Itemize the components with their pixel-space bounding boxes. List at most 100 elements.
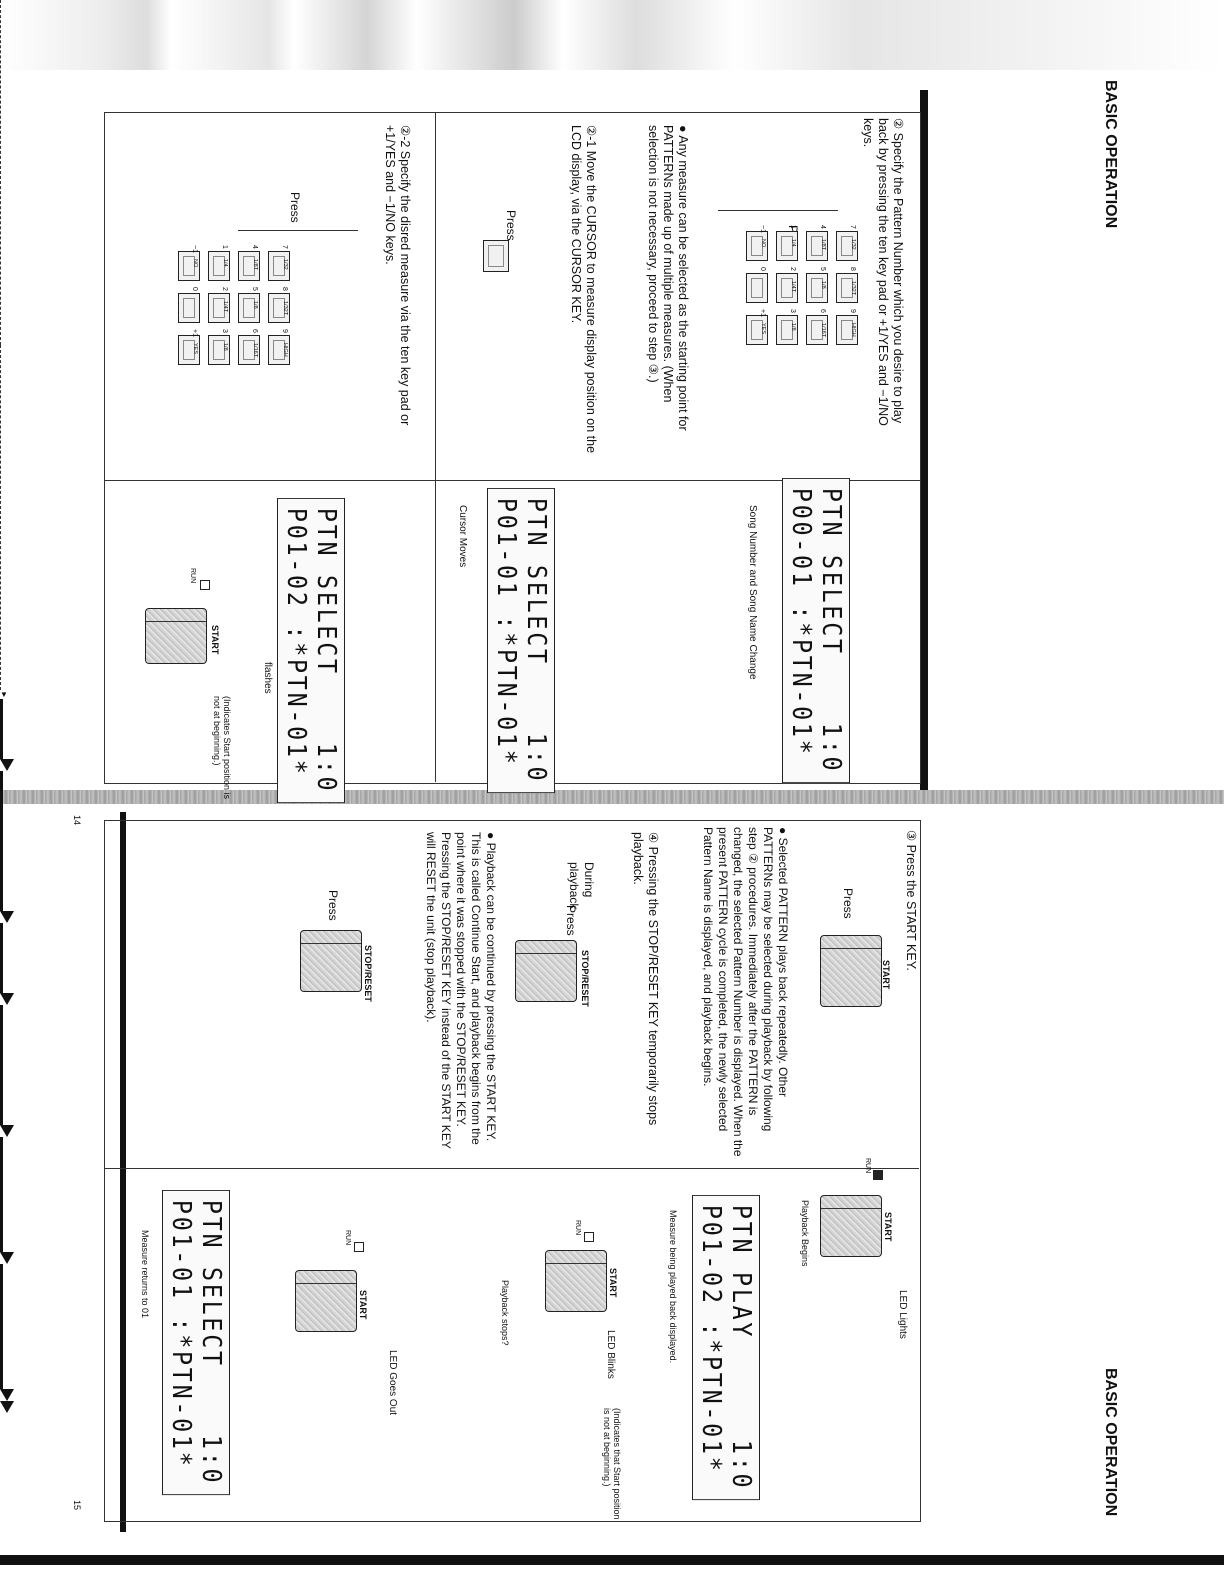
keypad-button-face[interactable] [806, 231, 828, 261]
arrow-step2-head [0, 759, 14, 771]
keypad-button-face[interactable] [208, 293, 230, 323]
stopreset-button-step4[interactable] [515, 940, 577, 1002]
keypad-key-alt: HIGH [850, 323, 856, 337]
keypad-key-alt: 1/32 [850, 239, 856, 250]
arrow-step2-2-head [0, 993, 14, 1005]
keypad-step2-key-4[interactable]: 5 1/8 [806, 267, 832, 303]
keypad-key-number: 9 [849, 309, 856, 313]
keypad-button-face[interactable] [208, 335, 230, 365]
keypad-step2-bracket [718, 210, 838, 211]
keypad-step2-key-10[interactable]: 0 [746, 267, 772, 303]
keypad-button-face[interactable] [178, 251, 200, 281]
start-button-step3[interactable] [820, 935, 882, 1007]
stopreset-label-step4: STOP/RESET [580, 950, 590, 1007]
led-blinks-label: LED Blinks [605, 1330, 616, 1379]
cursor-key[interactable] [483, 240, 509, 272]
measure-played-caption: Measure being played back displayed. [668, 1210, 678, 1364]
keypad-key-number: +1 [191, 329, 198, 337]
keypad-key-alt: NO [192, 259, 198, 268]
keypad-button-face[interactable] [268, 335, 290, 365]
stopreset-button-reset[interactable] [300, 930, 362, 992]
arrow-step4b [0, 1264, 3, 1389]
keypad-button-face[interactable] [178, 293, 200, 323]
keypad-key-alt: 1/8 [222, 343, 228, 351]
keypad-button-face[interactable] [776, 273, 798, 303]
keypad-step2-key-7[interactable]: 2 1/4T [776, 267, 802, 303]
keypad-button-face[interactable] [806, 315, 828, 345]
keypad-button-face[interactable] [746, 315, 768, 345]
keypad-button-face[interactable] [238, 251, 260, 281]
dash-sep-2 [0, 345, 2, 690]
keypad-button-face[interactable] [746, 231, 768, 261]
start-button-reset[interactable] [295, 1270, 357, 1332]
playback-begins-label: Playback Begins [800, 1200, 810, 1267]
keypad-step22-key-10[interactable]: 0 [178, 287, 204, 323]
keypad-button-face[interactable] [776, 315, 798, 345]
lcd-returns-line2: P01-01 :*PTN-01* [166, 1199, 196, 1469]
keypad-button-face[interactable] [178, 335, 200, 365]
keypad-button-face[interactable] [208, 251, 230, 281]
keypad-button-face[interactable] [836, 273, 858, 303]
keypad-button-face[interactable] [776, 231, 798, 261]
left-page-header: BASIC OPERATION [1102, 80, 1119, 229]
lcd-song-change-caption: Song Number and Song Name Change [747, 505, 758, 680]
start-button-left[interactable] [145, 608, 207, 664]
keypad-button-face[interactable] [238, 335, 260, 365]
keypad-key-number: 8 [281, 287, 288, 291]
keypad-key-alt: 1/8T [820, 239, 826, 251]
lcd-measure-select-line1: PTN SELECT 1:0 [311, 507, 341, 794]
keypad-button-face[interactable] [806, 273, 828, 303]
start-button-playing[interactable] [820, 1195, 882, 1257]
keypad-key-number: 5 [819, 267, 826, 271]
keypad-button-face[interactable] [746, 273, 768, 303]
lcd-song-change-line2: P00-01 :*PTN-01* [786, 487, 816, 757]
keypad-key-alt: 1/4 [790, 239, 796, 247]
keypad-button-face[interactable] [836, 231, 858, 261]
start-button-stopped[interactable] [545, 1250, 607, 1312]
keypad-button-face[interactable] [836, 315, 858, 345]
right-page-rule [120, 812, 126, 1532]
bullet-selected-pattern: ● Selected PATTERN plays back repeatedly… [701, 827, 790, 1157]
lcd-ptn-play-line2: P01-02 :*PTN-01* [696, 1204, 726, 1474]
keypad-button-face[interactable] [238, 293, 260, 323]
keypad-button-face[interactable] [268, 293, 290, 323]
keypad-button-face[interactable] [268, 251, 290, 281]
keypad-key-alt: NO [760, 239, 766, 248]
keypad-key-number: 0 [759, 267, 766, 271]
start-label-playing: START [883, 1212, 893, 1242]
lcd-ptn-play-line1: PTN PLAY 1:0 [726, 1204, 756, 1491]
run-led-lights [873, 1170, 883, 1180]
step4-text: ④ Pressing the STOP/RESET KEY temporaril… [631, 832, 660, 1126]
keypad-key-alt: 1/4T [790, 281, 796, 293]
keypad-key-alt: 1/8 [820, 281, 826, 289]
keypad-key-alt: 1/4 [222, 259, 228, 267]
keypad-key-number: 0 [191, 287, 198, 291]
keypad-key-number: 2 [789, 267, 796, 271]
keypad-key-alt: YES [760, 323, 766, 335]
run-led-out [354, 1242, 364, 1252]
keypad-key-alt: YES [192, 343, 198, 355]
keypad-key-alt: 1/32T [850, 281, 856, 296]
arrow-step2-1-head [0, 911, 14, 923]
